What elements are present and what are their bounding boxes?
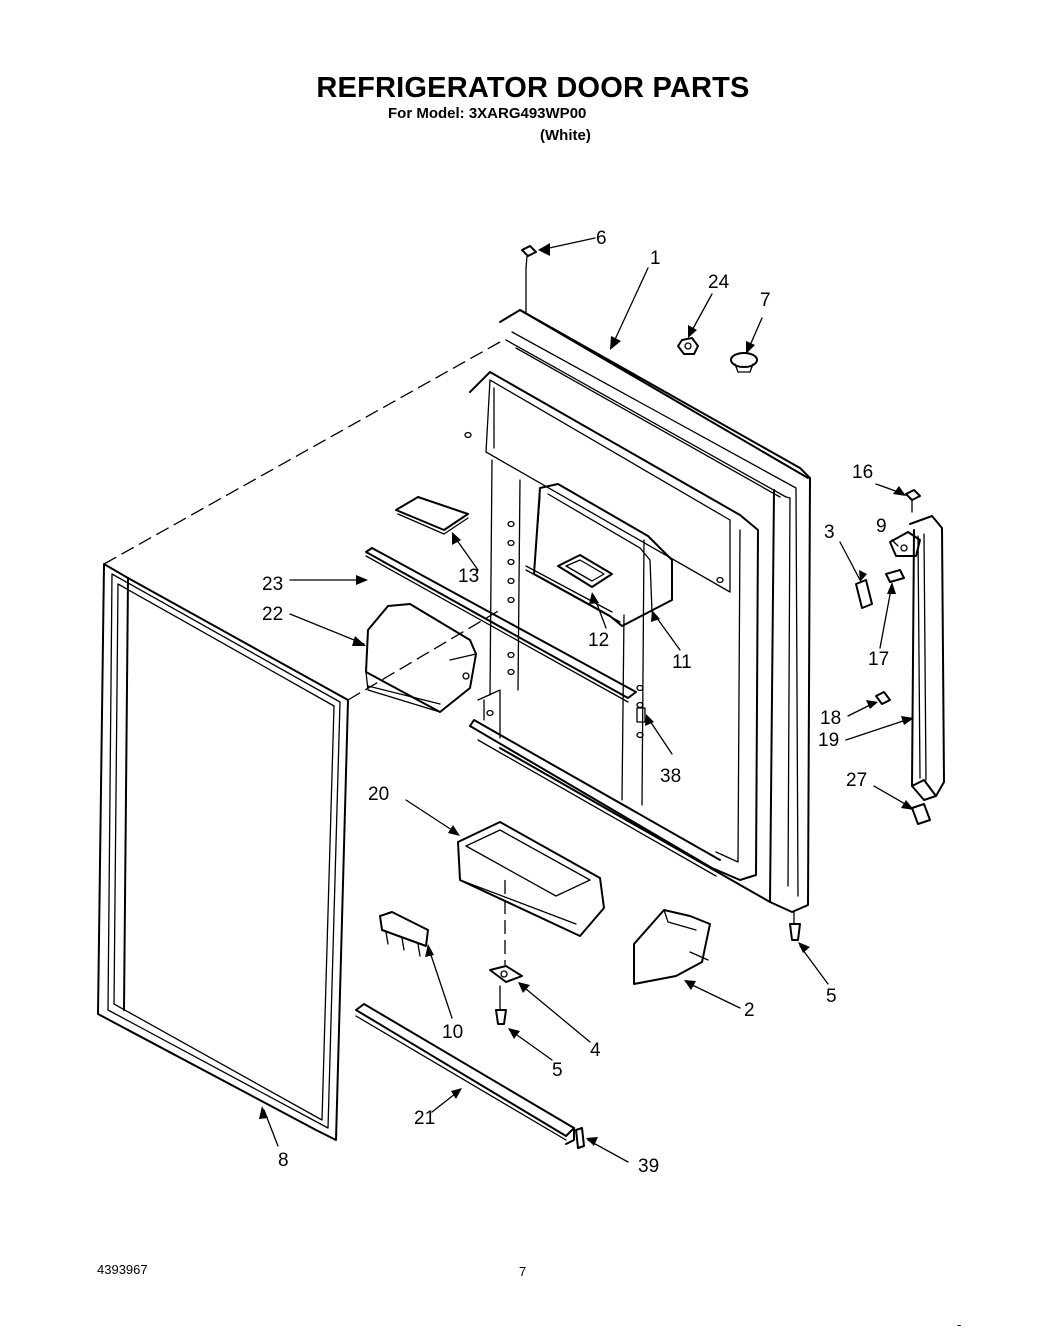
part-3-spacer — [855, 579, 873, 609]
part-21-trim-bar — [355, 1003, 575, 1145]
part-23-trim-bar — [365, 547, 637, 703]
part-22-bin — [365, 603, 477, 713]
callout-5-right: 5 — [826, 986, 837, 1007]
part-11-dairy-compartment — [525, 483, 673, 627]
callout-17: 17 — [868, 649, 889, 670]
callout-labels: 6 1 24 7 16 3 9 17 18 19 27 23 22 13 12 … — [262, 228, 889, 1177]
model-line: For Model: 3XARG493WP00 — [388, 105, 587, 122]
leader-arrows — [259, 243, 914, 1146]
part-19-handle — [909, 515, 945, 801]
callout-4: 4 — [590, 1040, 601, 1061]
callout-11: 11 — [672, 652, 692, 673]
page-title: REFRIGERATOR DOOR PARTS — [316, 72, 750, 104]
part-18-cap — [875, 691, 891, 705]
leader-lines — [263, 237, 913, 1163]
callout-24: 24 — [708, 272, 730, 293]
part-9-bracket — [889, 531, 921, 557]
callout-18: 18 — [820, 708, 841, 729]
part-8-gasket — [97, 563, 349, 1141]
corner-mark: - — [957, 1317, 962, 1332]
part-17-screw — [885, 569, 905, 583]
part-12-tray — [557, 554, 613, 588]
construction-line-top — [103, 341, 501, 565]
part-1-door-panel — [464, 309, 811, 913]
part-16-screw — [905, 489, 921, 513]
part-20-bin — [457, 821, 605, 937]
page-number: 7 — [519, 1264, 527, 1279]
callout-10: 10 — [442, 1022, 463, 1043]
liner-holes — [464, 431, 724, 739]
construction-line-mid — [347, 609, 501, 701]
callout-19: 19 — [818, 730, 839, 751]
callout-2: 2 — [744, 1000, 755, 1021]
callout-6: 6 — [596, 228, 607, 249]
callout-8: 8 — [278, 1150, 289, 1171]
color-line: (White) — [540, 127, 591, 144]
callout-39: 39 — [638, 1156, 659, 1177]
part-10-hinge-insert — [379, 911, 429, 957]
callout-5-bottom: 5 — [552, 1060, 563, 1081]
callout-23: 23 — [262, 574, 283, 595]
callout-22: 22 — [262, 604, 283, 625]
part-6-screw — [521, 245, 537, 313]
callout-12: 12 — [588, 630, 609, 651]
callout-38: 38 — [660, 766, 681, 787]
callout-1: 1 — [650, 248, 661, 269]
part-7-plug — [730, 352, 758, 373]
callout-20: 20 — [368, 784, 389, 805]
part-2-door-stop — [633, 909, 711, 985]
callout-13: 13 — [458, 566, 479, 587]
part-5-screw-right — [789, 911, 801, 941]
callout-7: 7 — [760, 290, 771, 311]
part-13-tray — [395, 496, 469, 535]
callout-27: 27 — [846, 770, 867, 791]
callout-16: 16 — [852, 462, 873, 483]
part-4-hinge-pin — [489, 965, 523, 1025]
part-24-clip — [677, 337, 699, 355]
callout-9: 9 — [876, 516, 887, 537]
document-number: 4393967 — [97, 1262, 148, 1277]
part-39-screw — [575, 1127, 585, 1149]
part-27-end-cap — [911, 803, 931, 825]
callout-21: 21 — [414, 1108, 435, 1129]
callout-3: 3 — [824, 522, 835, 543]
